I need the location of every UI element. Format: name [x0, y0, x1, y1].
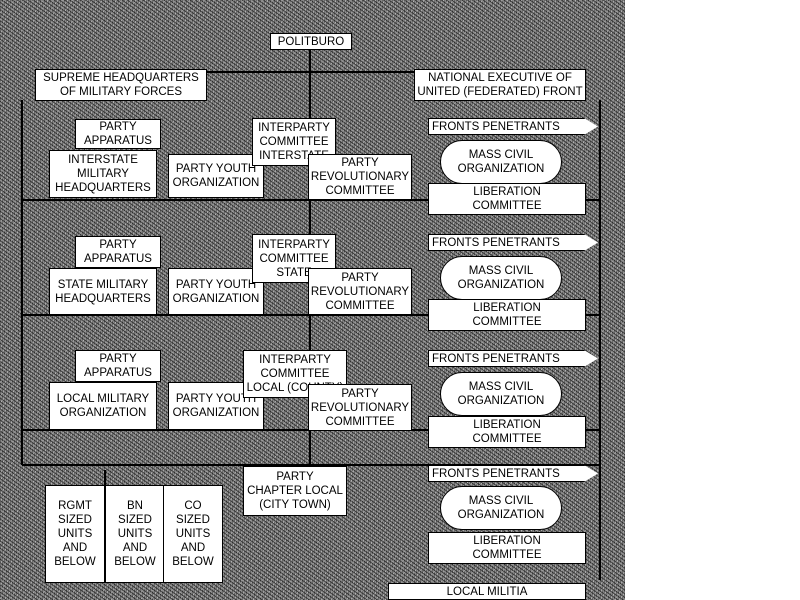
co-sized-units-box: CO SIZED UNITS AND BELOW [163, 485, 223, 583]
party-youth-state-box: PARTY YOUTH ORGANIZATION [168, 268, 264, 315]
party-revolutionary-interstate-box: PARTY REVOLUTIONARY COMMITTEE [308, 154, 412, 200]
mass-civil-4-box: MASS CIVIL ORGANIZATION [440, 486, 562, 530]
liberation-committee-2-box: LIBERATION COMMITTEE [428, 299, 586, 331]
party-apparatus-local-box: PARTY APPARATUS [75, 350, 161, 382]
rgmt-sized-units-box: RGMT SIZED UNITS AND BELOW [45, 485, 105, 583]
party-revolutionary-local-box: PARTY REVOLUTIONARY COMMITTEE [308, 384, 412, 431]
organization-chart: POLITBURO SUPREME HEADQUARTERS OF MILITA… [0, 0, 625, 600]
mass-civil-3-box: MASS CIVIL ORGANIZATION [440, 372, 562, 416]
fronts-penetrants-2-box: FRONTS PENETRANTS [428, 234, 598, 251]
national-executive-box: NATIONAL EXECUTIVE OF UNITED (FEDERATED)… [414, 69, 586, 101]
supreme-headquarters-box: SUPREME HEADQUARTERS OF MILITARY FORCES [35, 69, 207, 101]
interstate-military-hq-box: INTERSTATE MILITARY HEADQUARTERS [49, 150, 157, 198]
party-youth-interstate-box: PARTY YOUTH ORGANIZATION [168, 154, 264, 198]
politburo-box: POLITBURO [270, 33, 352, 50]
liberation-committee-3-box: LIBERATION COMMITTEE [428, 416, 586, 448]
bn-sized-units-box: BN SIZED UNITS AND BELOW [105, 485, 165, 583]
party-apparatus-interstate-box: PARTY APPARATUS [75, 119, 161, 149]
party-chapter-local-box: PARTY CHAPTER LOCAL (CITY TOWN) [243, 466, 347, 516]
state-military-hq-box: STATE MILITARY HEADQUARTERS [49, 268, 157, 315]
party-revolutionary-state-box: PARTY REVOLUTIONARY COMMITTEE [308, 268, 412, 315]
fronts-penetrants-4-box: FRONTS PENETRANTS [428, 465, 598, 482]
fronts-penetrants-3-box: FRONTS PENETRANTS [428, 350, 598, 367]
mass-civil-1-box: MASS CIVIL ORGANIZATION [440, 140, 562, 184]
local-militia-box: LOCAL MILITIA [388, 583, 586, 600]
mass-civil-2-box: MASS CIVIL ORGANIZATION [440, 256, 562, 300]
liberation-committee-4-box: LIBERATION COMMITTEE [428, 532, 586, 564]
party-apparatus-state-box: PARTY APPARATUS [75, 236, 161, 268]
local-military-organization-box: LOCAL MILITARY ORGANIZATION [49, 382, 157, 430]
liberation-committee-1-box: LIBERATION COMMITTEE [428, 183, 586, 215]
fronts-penetrants-1-box: FRONTS PENETRANTS [428, 118, 598, 135]
